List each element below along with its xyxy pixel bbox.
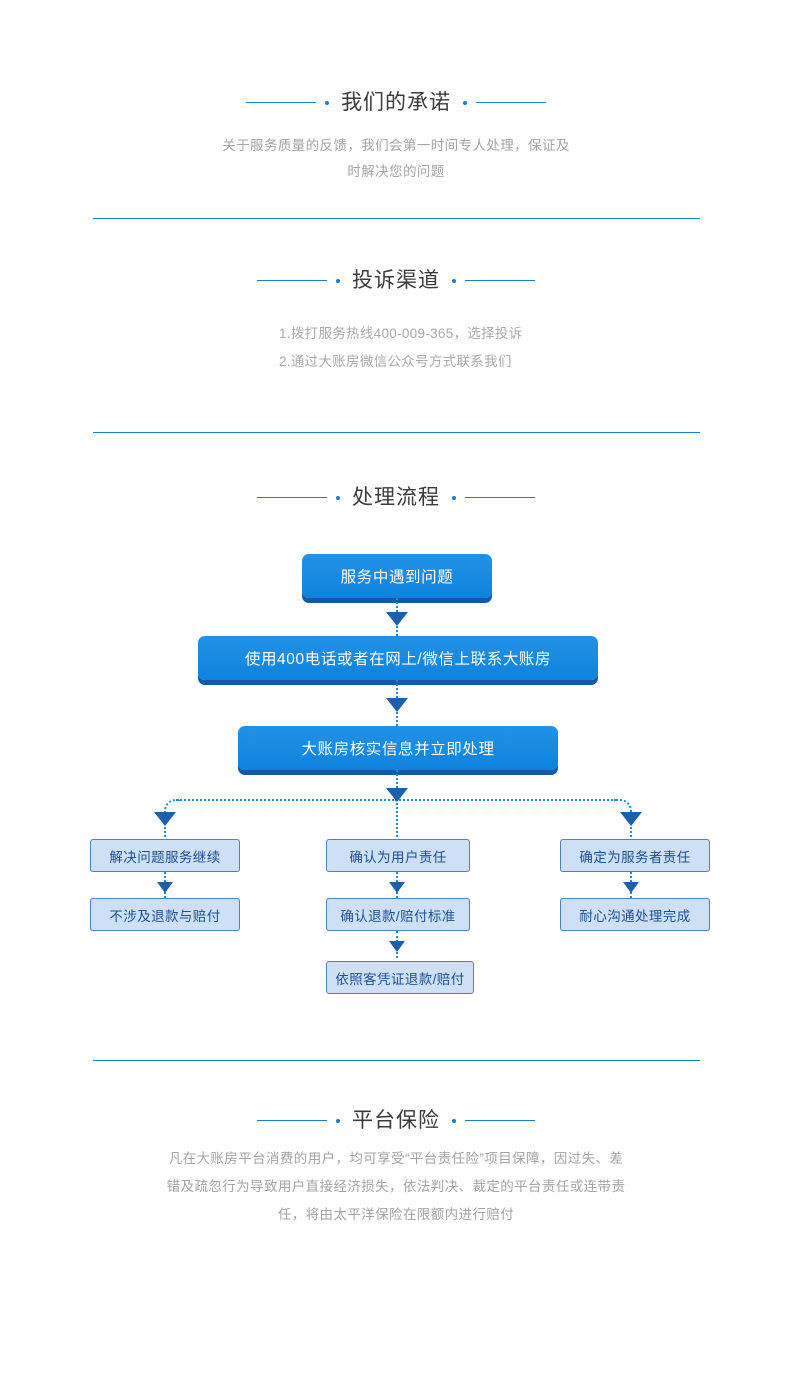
section-header-insurance: 平台保险: [0, 1110, 792, 1131]
promise-body-text: 关于服务质量的反馈，我们会第一时间专人处理，保证及时解决您的问题: [222, 138, 570, 179]
flow-node-right-1[interactable]: 确定为服务者责任: [560, 839, 710, 872]
arrowhead-middle-1-to-2: [389, 882, 405, 893]
header-rule-left: [257, 497, 327, 498]
flow-node-verify[interactable]: 大账房核实信息并立即处理: [238, 726, 558, 770]
section-title-process: 处理流程: [352, 486, 440, 509]
arrowhead-branch-right: [620, 812, 642, 826]
branch-leg-right: [630, 811, 632, 841]
branch-bus-left: [177, 799, 397, 801]
divider-three: [93, 1060, 700, 1061]
complaint-line-1: 1.拨打服务热线400-009-365，选择投诉: [279, 326, 523, 341]
arrowhead-right-1-to-2: [623, 882, 639, 893]
divider-two: [93, 432, 700, 433]
flow-node-middle-2[interactable]: 确认退款/赔付标准: [326, 898, 470, 931]
header-dot-right: [463, 100, 467, 105]
branch-bus-right: [396, 799, 616, 801]
process-flowchart: 服务中遇到问题 使用400电话或者在网上/微信上联系大账房 大账房核实信息并立即…: [0, 0, 792, 994]
branch-elbow-left: [164, 799, 180, 815]
flow-node-left-2[interactable]: 不涉及退款与赔付: [90, 898, 240, 931]
header-rule-right: [476, 102, 546, 103]
insurance-body-text: 凡在大账房平台消费的用户，均可享受“平台责任险”项目保障，因过失、差错及疏忽行为…: [166, 1151, 626, 1222]
section-title-complaint: 投诉渠道: [352, 269, 440, 292]
header-dot-left: [325, 100, 329, 105]
header-rule-left: [246, 102, 316, 103]
header-dot-right: [452, 278, 456, 283]
header-dot-right: [452, 1118, 456, 1123]
header-rule-right: [465, 1120, 535, 1121]
section-header-promise: 我们的承诺: [0, 92, 792, 113]
header-dot-left: [336, 495, 340, 500]
section-title-insurance: 平台保险: [352, 1109, 440, 1132]
arrowhead-branch-left: [154, 812, 176, 826]
arrowhead-middle-2-to-3: [389, 941, 405, 952]
flow-node-middle-1[interactable]: 确认为用户责任: [326, 839, 470, 872]
arrowhead-contact-to-verify: [386, 698, 408, 712]
connector-verify-stub: [396, 770, 398, 800]
arrowhead-branch-middle: [386, 788, 408, 802]
arrowhead-left-1-to-2: [157, 882, 173, 893]
section-title-promise: 我们的承诺: [341, 91, 451, 114]
branch-elbow-right: [616, 799, 632, 815]
flow-node-right-2[interactable]: 耐心沟通处理完成: [560, 898, 710, 931]
section-header-complaint: 投诉渠道: [0, 270, 792, 291]
header-rule-right: [465, 497, 535, 498]
header-dot-right: [452, 495, 456, 500]
flow-node-left-1[interactable]: 解决问题服务继续: [90, 839, 240, 872]
complaint-lines: 1.拨打服务热线400-009-365，选择投诉 2.通过大账房微信公众号方式联…: [279, 320, 523, 376]
flow-node-contact[interactable]: 使用400电话或者在网上/微信上联系大账房: [198, 636, 598, 680]
header-rule-right: [465, 280, 535, 281]
header-rule-left: [257, 280, 327, 281]
branch-leg-left: [164, 811, 166, 841]
flow-node-middle-3[interactable]: 依照客凭证退款/赔付: [326, 961, 474, 994]
branch-leg-middle: [396, 799, 398, 841]
arrowhead-start-to-contact: [386, 612, 408, 626]
header-rule-left: [257, 1120, 327, 1121]
header-dot-left: [336, 278, 340, 283]
section-header-process: 处理流程: [0, 487, 792, 508]
flow-node-start[interactable]: 服务中遇到问题: [302, 554, 492, 598]
complaint-line-2: 2.通过大账房微信公众号方式联系我们: [279, 354, 512, 369]
divider-one: [93, 218, 700, 219]
header-dot-left: [336, 1118, 340, 1123]
